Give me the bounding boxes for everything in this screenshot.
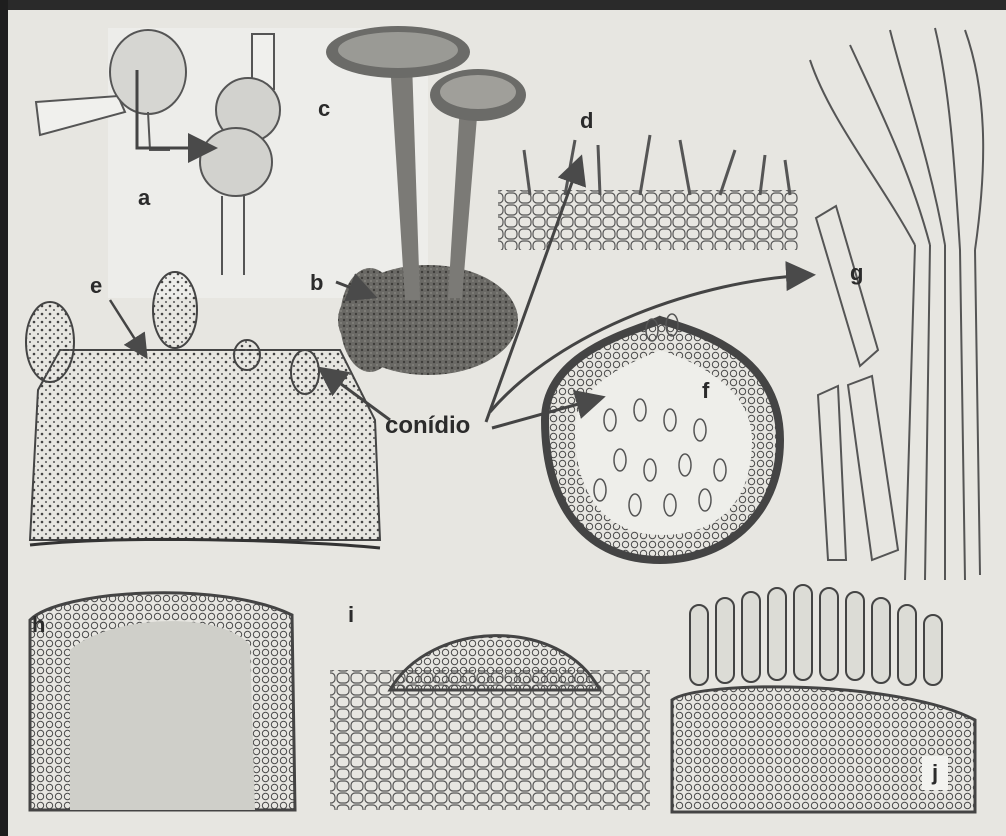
label-a: a: [138, 187, 150, 209]
label-i: i: [348, 604, 354, 626]
figure-i-section: [330, 636, 650, 810]
label-c: c: [318, 98, 330, 120]
arrow-e: [110, 300, 145, 355]
figure-e-conidia-layer: [26, 272, 380, 548]
label-h: h: [32, 614, 45, 636]
figure-f-pycnidium: [545, 314, 780, 560]
label-j: j: [922, 756, 948, 790]
label-g: g: [850, 262, 863, 284]
label-d: d: [580, 110, 593, 132]
figure-h-section: [30, 593, 295, 810]
figure-g-synnema: [810, 28, 983, 580]
label-f: f: [702, 380, 709, 402]
label-e: e: [90, 275, 102, 297]
figure-d-conidiophores: [498, 135, 798, 250]
label-conidio: conídio: [385, 414, 470, 438]
label-b: b: [310, 272, 323, 294]
